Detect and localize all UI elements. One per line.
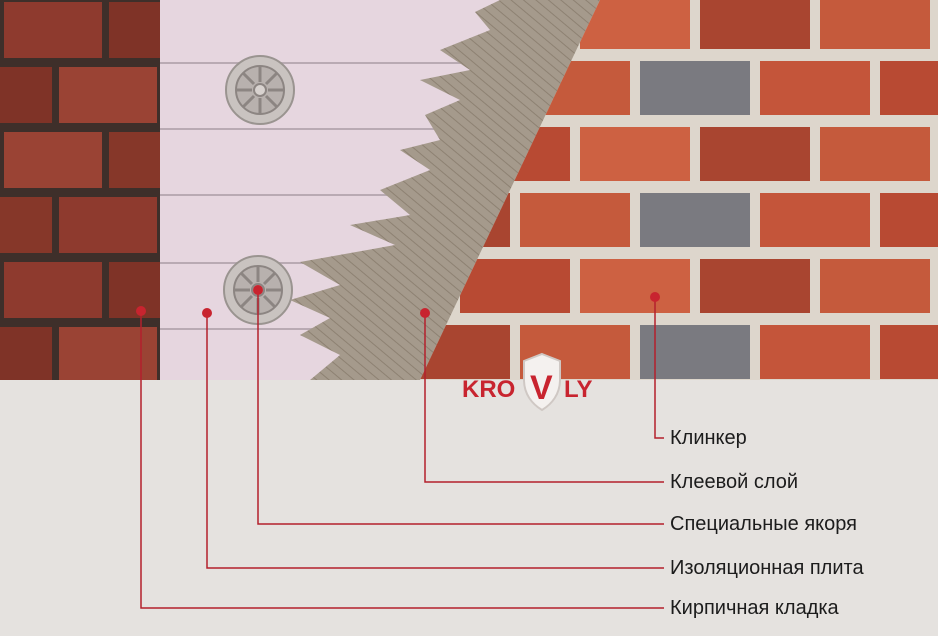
clinker-brick bbox=[700, 127, 810, 181]
clinker-brick bbox=[580, 127, 690, 181]
clinker-brick bbox=[580, 0, 690, 49]
clinker-brick bbox=[760, 325, 870, 379]
masonry-brick bbox=[0, 67, 52, 123]
clinker-brick bbox=[820, 127, 930, 181]
clinker-brick bbox=[760, 61, 870, 115]
legend-panel bbox=[0, 380, 938, 636]
leader-insulation bbox=[206, 313, 664, 569]
clinker-brick bbox=[640, 193, 750, 247]
insulation-groove bbox=[160, 62, 640, 64]
clinker-brick bbox=[760, 193, 870, 247]
label-anchors: Специальные якоря bbox=[670, 513, 857, 535]
leader-glue bbox=[424, 313, 664, 483]
dot-klinker bbox=[650, 292, 660, 302]
clinker-brick bbox=[700, 259, 810, 313]
shield-icon bbox=[523, 352, 561, 412]
clinker-brick bbox=[700, 0, 810, 49]
masonry-brick bbox=[4, 2, 102, 58]
masonry-brick bbox=[59, 67, 157, 123]
clinker-brick bbox=[880, 325, 938, 379]
label-brick-masonry: Кирпичная кладка bbox=[670, 597, 839, 619]
dot-insulation bbox=[202, 308, 212, 318]
clinker-brick bbox=[820, 0, 930, 49]
leader-klinker bbox=[654, 297, 664, 439]
dot-anchors bbox=[253, 285, 263, 295]
label-klinker: Клинкер bbox=[670, 427, 747, 449]
masonry-brick bbox=[0, 197, 52, 253]
leader-masonry bbox=[140, 311, 664, 609]
label-glue-layer: Клеевой слой bbox=[670, 471, 799, 493]
dot-glue bbox=[420, 308, 430, 318]
leader-anchors bbox=[257, 290, 664, 525]
clinker-brick bbox=[880, 61, 938, 115]
label-insulation-board: Изоляционная плита bbox=[670, 557, 864, 579]
logo-mark: V bbox=[530, 369, 553, 407]
dot-masonry bbox=[136, 306, 146, 316]
insulation-groove bbox=[160, 128, 640, 130]
leader-lines bbox=[140, 290, 664, 609]
anchor-top bbox=[225, 55, 295, 125]
masonry-brick bbox=[59, 327, 157, 380]
clinker-brick bbox=[640, 325, 750, 379]
clinker-brick bbox=[460, 259, 570, 313]
clinker-brick bbox=[520, 193, 630, 247]
clinker-brick bbox=[640, 61, 750, 115]
masonry-brick bbox=[4, 262, 102, 318]
clinker-brick bbox=[820, 259, 930, 313]
logo-suffix: LY bbox=[564, 376, 592, 403]
masonry-brick bbox=[59, 197, 157, 253]
clinker-brick bbox=[880, 193, 938, 247]
masonry-brick bbox=[0, 327, 52, 380]
masonry-brick bbox=[4, 132, 102, 188]
clinker-brick bbox=[580, 259, 690, 313]
krovly-logo: KRO V LY bbox=[460, 352, 630, 412]
logo-prefix: KRO bbox=[462, 376, 515, 403]
